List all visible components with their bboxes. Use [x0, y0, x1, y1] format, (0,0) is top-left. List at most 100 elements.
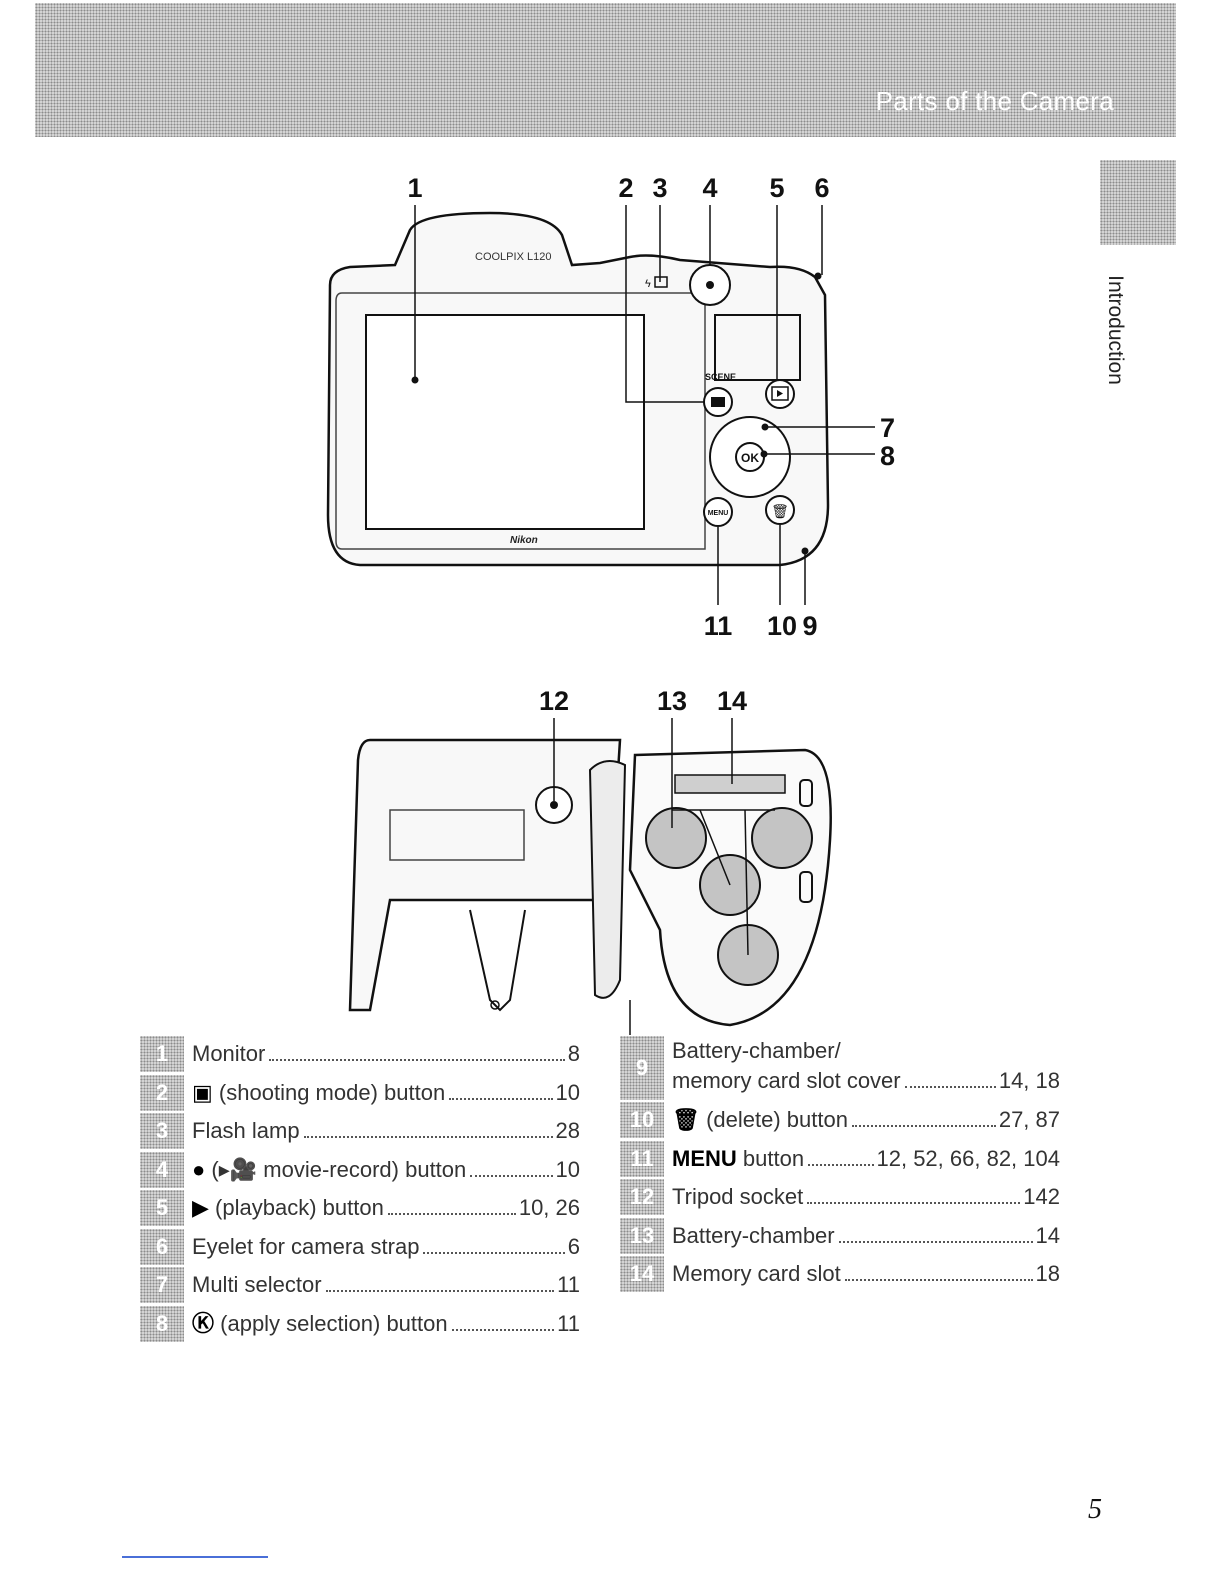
- item-pages: 18: [1035, 1261, 1060, 1286]
- item-number: 6: [140, 1228, 184, 1265]
- list-item: 1 Monitor 8: [140, 1036, 580, 1075]
- item-number: 13: [620, 1217, 664, 1254]
- monitor-screen: [365, 314, 645, 530]
- record-dot-icon: ●: [192, 1156, 206, 1182]
- item-label: Monitor: [192, 1041, 266, 1066]
- camera-back-diagram: 1 2 3 4 5 6 COOLPIX L120 Nikon ϟ SCENE O…: [326, 173, 895, 641]
- playback-icon: ▶: [192, 1195, 209, 1220]
- monitor-bezel: [335, 292, 706, 550]
- item-label: (playback) button: [215, 1195, 384, 1220]
- item-number: 7: [140, 1267, 184, 1303]
- ok-icon: Ⓚ: [192, 1310, 215, 1336]
- menu-label: MENU: [708, 510, 729, 517]
- trash-icon: 🗑: [672, 1107, 700, 1132]
- list-item: 14 Memory card slot 18: [620, 1256, 1060, 1295]
- list-item: 10 🗑 (delete) button 27, 87: [620, 1102, 1060, 1141]
- memory-card-slot: [674, 774, 786, 794]
- scene-label: SCENE: [705, 372, 736, 382]
- item-pages: 27, 87: [998, 1107, 1060, 1132]
- item-label: (delete) button: [706, 1107, 848, 1132]
- item-pages: 10: [555, 1156, 580, 1182]
- model-marking: COOLPIX L120: [475, 251, 551, 263]
- item-number: 11: [620, 1140, 664, 1177]
- menu-button[interactable]: [703, 497, 733, 527]
- callout-10: 10: [767, 611, 797, 641]
- chapter-tab: [1100, 160, 1176, 245]
- item-label: Memory card slot: [672, 1261, 841, 1286]
- battery-2: [751, 807, 813, 869]
- callout-8: 8: [880, 441, 895, 471]
- ok-label: OK: [741, 451, 759, 465]
- callout-12: 12: [539, 686, 569, 716]
- item-label: memory card slot cover: [672, 1068, 901, 1093]
- list-item: 4 ● (▸🎥 movie-record) button 10: [140, 1151, 580, 1191]
- item-label: Flash lamp: [192, 1118, 300, 1143]
- item-label: (apply selection) button: [220, 1310, 448, 1336]
- callout-4: 4: [702, 173, 717, 203]
- delete-button[interactable]: [765, 495, 795, 525]
- footer-link-rule: [122, 1556, 268, 1558]
- item-label: button: [742, 1145, 805, 1171]
- item-number: 9: [620, 1036, 664, 1100]
- item-label: (shooting mode) button: [218, 1079, 446, 1105]
- item-pages: 142: [1023, 1184, 1060, 1209]
- item-pages: 12, 52, 66, 82, 104: [876, 1145, 1061, 1171]
- list-item: 9 Battery-chamber/ memory card slot cove…: [620, 1036, 1060, 1102]
- list-item: 6 Eyelet for camera strap 6: [140, 1228, 580, 1268]
- item-number: 2: [140, 1074, 184, 1111]
- parts-list-right: 9 Battery-chamber/ memory card slot cove…: [620, 1036, 1060, 1295]
- page-number: 5: [1088, 1494, 1102, 1525]
- flash-lamp: [654, 276, 668, 288]
- list-item: 2 ▣ (shooting mode) button 10: [140, 1074, 580, 1114]
- item-pages: 11: [557, 1310, 580, 1336]
- list-item: 3 Flash lamp 28: [140, 1113, 580, 1152]
- item-label-line1: Battery-chamber/: [672, 1038, 841, 1063]
- callout-13: 13: [657, 686, 687, 716]
- item-label: Multi selector: [192, 1272, 322, 1297]
- callout-5: 5: [769, 173, 784, 203]
- chapter-label: Introduction: [1100, 260, 1130, 400]
- list-item: 8 Ⓚ (apply selection) button 11: [140, 1305, 580, 1345]
- item-label: (▸🎥 movie-record) button: [211, 1156, 467, 1182]
- item-number: 12: [620, 1179, 664, 1215]
- callout-14: 14: [717, 686, 747, 716]
- strap-eyelet: [814, 272, 822, 280]
- callout-9: 9: [802, 611, 817, 641]
- header-band: [35, 3, 1176, 137]
- item-pages: 8: [567, 1041, 580, 1066]
- callout-1: 1: [407, 173, 422, 203]
- item-label: Tripod socket: [672, 1184, 804, 1209]
- item-number: 1: [140, 1036, 184, 1072]
- section-title: Parts of the Camera: [875, 86, 1114, 116]
- item-pages: 28: [555, 1118, 580, 1143]
- monitor-marker: [411, 376, 419, 384]
- battery-1: [645, 807, 707, 869]
- item-pages: 10: [555, 1079, 580, 1105]
- callout-7: 7: [880, 413, 895, 443]
- battery-cover: [588, 760, 627, 999]
- callout-3: 3: [652, 173, 667, 203]
- item-number: 4: [140, 1151, 184, 1188]
- item-label: Eyelet for camera strap: [192, 1233, 420, 1259]
- item-pages: 11: [557, 1272, 580, 1297]
- item-pages: 14, 18: [998, 1068, 1060, 1093]
- svg-text:ϟ: ϟ: [645, 278, 651, 290]
- item-number: 8: [140, 1305, 184, 1342]
- item-pages: 6: [567, 1233, 580, 1259]
- svg-text:🗑: 🗑: [771, 503, 789, 519]
- camera-icon: ▣: [192, 1079, 213, 1105]
- item-number: 14: [620, 1256, 664, 1292]
- list-item: 12 Tripod socket 142: [620, 1179, 1060, 1218]
- chapter-label-text: Introduction: [1104, 275, 1127, 385]
- camera-bottom-diagram: 12 13 14: [348, 686, 832, 1035]
- item-number: 3: [140, 1113, 184, 1149]
- item-number: 10: [620, 1102, 664, 1138]
- list-item: 7 Multi selector 11: [140, 1267, 580, 1306]
- camera-bottom-body: [348, 738, 622, 1012]
- item-pages: 14: [1035, 1222, 1060, 1248]
- callout-11: 11: [704, 611, 733, 641]
- brand-marking: Nikon: [510, 535, 538, 546]
